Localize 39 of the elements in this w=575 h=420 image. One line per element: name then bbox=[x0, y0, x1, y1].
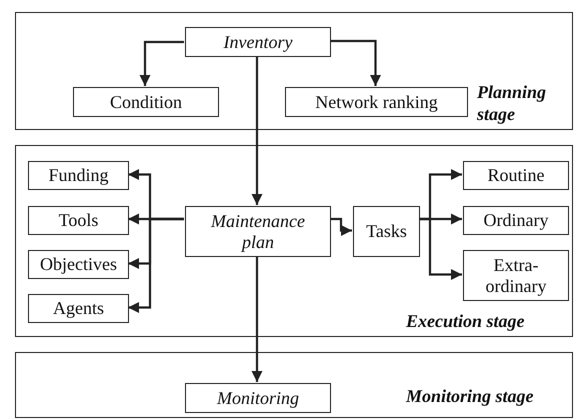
process-box bbox=[185, 206, 331, 257]
stage-panel bbox=[15, 145, 573, 337]
box-label: Objectives bbox=[40, 254, 117, 275]
arrow bbox=[252, 256, 262, 382]
box-label: Network ranking bbox=[315, 92, 438, 112]
stage-panel bbox=[15, 12, 573, 130]
process-box bbox=[73, 87, 219, 117]
box-label: Inventory bbox=[224, 32, 292, 52]
arrow bbox=[330, 218, 352, 236]
stage-label: Planning stage bbox=[477, 81, 548, 125]
arrow bbox=[128, 218, 184, 313]
box-label: Condition bbox=[110, 92, 182, 112]
box-label: Funding bbox=[48, 165, 108, 186]
arrow bbox=[140, 40, 184, 86]
box-label: Monitoring bbox=[216, 388, 299, 408]
process-box bbox=[185, 27, 331, 57]
process-box bbox=[28, 161, 129, 190]
box-label: Tools bbox=[58, 210, 98, 231]
box-label: Routine bbox=[488, 165, 544, 186]
box-label: Maintenance plan bbox=[210, 210, 306, 252]
process-box bbox=[28, 294, 129, 323]
box-label: Ordinary bbox=[484, 210, 548, 231]
box-label: Agents bbox=[53, 298, 104, 319]
arrow bbox=[330, 40, 381, 86]
process-box bbox=[353, 206, 420, 257]
box-label: Tasks bbox=[366, 221, 407, 242]
box-label: Extra-ordinary bbox=[485, 254, 547, 296]
process-box bbox=[185, 383, 331, 413]
process-box bbox=[463, 161, 569, 190]
process-box bbox=[463, 206, 569, 235]
process-box bbox=[463, 250, 569, 301]
process-box bbox=[285, 87, 468, 117]
stage-label: Execution stage bbox=[406, 310, 526, 332]
arrow bbox=[252, 56, 262, 205]
stage-panel bbox=[15, 352, 573, 418]
stage-label: Monitoring stage bbox=[406, 385, 535, 407]
arrow bbox=[419, 218, 462, 280]
process-box bbox=[28, 206, 129, 235]
process-box bbox=[28, 250, 129, 279]
